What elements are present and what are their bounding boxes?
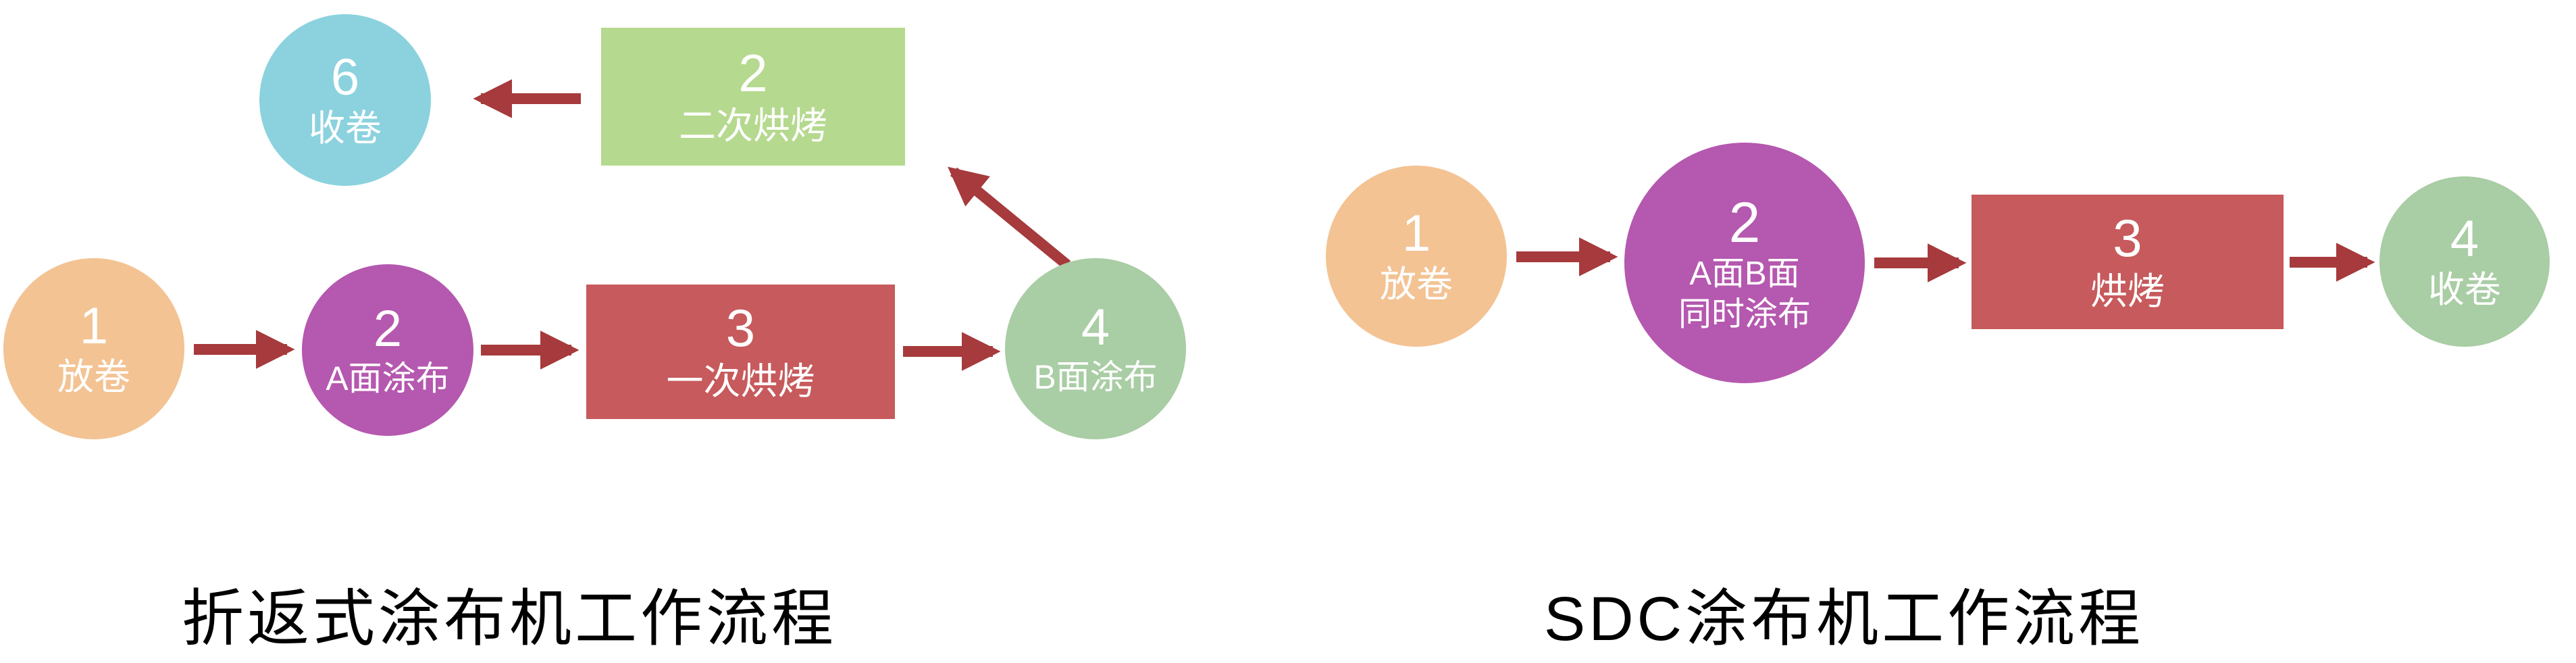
node-number: 2 xyxy=(1728,191,1761,255)
node-label: 一次烘烤 xyxy=(666,360,815,402)
node-label: 烘烤 xyxy=(2090,270,2165,312)
left-node-second-bake: 2 二次烘烤 xyxy=(601,28,905,166)
node-number: 1 xyxy=(79,297,109,355)
right-node-dual-side-coating: 2 A面B面 同时涂布 xyxy=(1624,143,1865,383)
node-label-line1: A面B面 xyxy=(1689,255,1800,293)
node-label: 收卷 xyxy=(309,107,382,149)
node-label: B面涂布 xyxy=(1033,358,1158,397)
left-diagram-title: 折返式涂布机工作流程 xyxy=(181,585,838,654)
right-node-bake: 3 烘烤 xyxy=(1972,195,2284,329)
right-node-rewind: 4 收卷 xyxy=(2379,176,2550,347)
node-label-line2: 同时涂布 xyxy=(1678,296,1811,333)
node-label: 收卷 xyxy=(2428,269,2501,310)
left-node-rewind: 6 收卷 xyxy=(259,14,431,186)
node-number: 3 xyxy=(725,298,756,358)
node-label: 放卷 xyxy=(1380,264,1453,305)
node-number: 6 xyxy=(330,48,360,106)
node-label: 放卷 xyxy=(57,356,130,397)
node-number: 2 xyxy=(738,43,768,103)
left-node-unwind: 1 放卷 xyxy=(3,258,184,439)
node-number: 3 xyxy=(2113,208,2142,268)
right-diagram-title: SDC涂布机工作流程 xyxy=(1543,585,2144,654)
left-node-a-side-coating: 2 A面涂布 xyxy=(302,264,473,436)
right-node-unwind: 1 放卷 xyxy=(1326,166,1507,347)
node-number: 4 xyxy=(1081,299,1110,357)
node-label: A面涂布 xyxy=(326,360,450,398)
node-label: 二次烘烤 xyxy=(678,105,827,147)
node-number: 1 xyxy=(1401,204,1431,262)
left-node-b-side-coating: 4 B面涂布 xyxy=(1005,258,1186,439)
node-number: 2 xyxy=(373,300,403,358)
node-number: 4 xyxy=(2450,210,2479,268)
left-node-first-bake: 3 一次烘烤 xyxy=(586,285,895,419)
arrow-left-b-coating-to-second-bake xyxy=(948,166,1071,270)
